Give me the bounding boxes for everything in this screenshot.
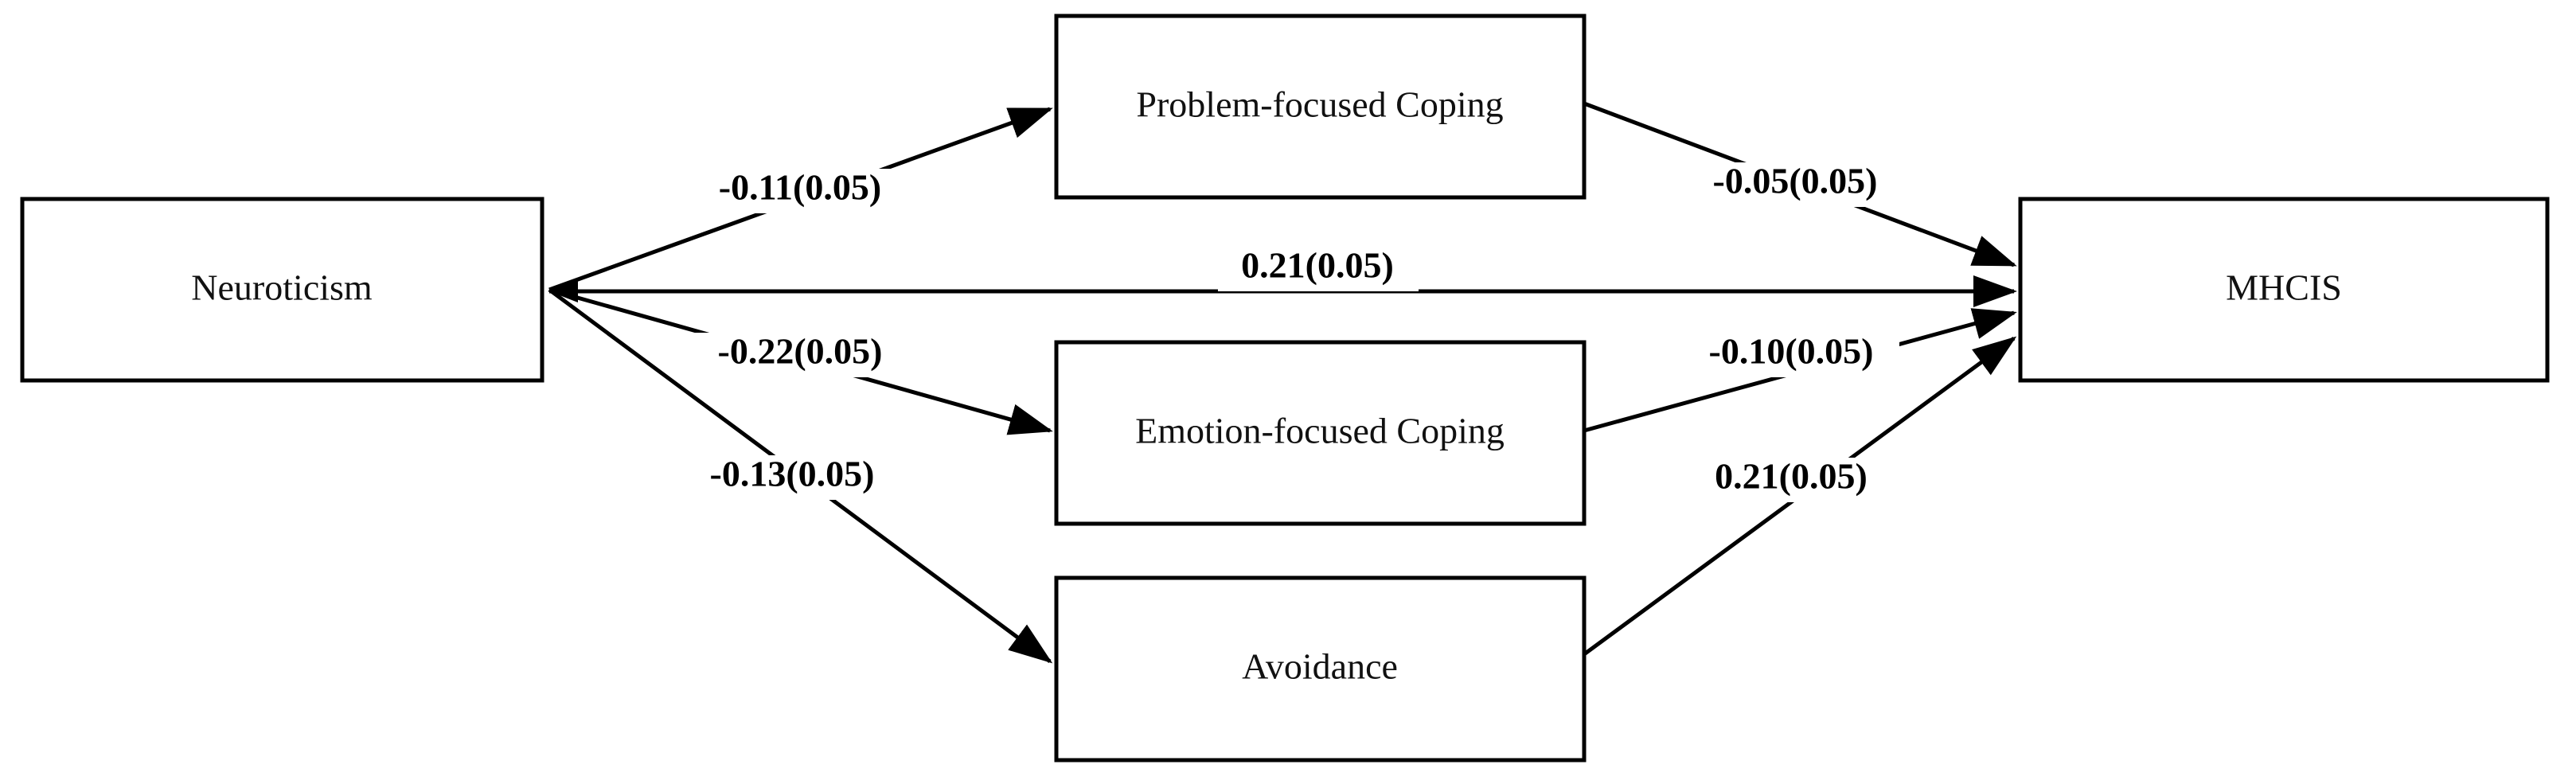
node-box-problem-focused-coping (1054, 14, 1587, 200)
node-box-emotion-focused-coping (1054, 340, 1587, 526)
path-label-a3-backdrop (685, 455, 901, 500)
path-label-b2-text: -0.10(0.05) (1709, 331, 1874, 372)
node-mhcis[interactable]: MHCIS (2018, 197, 2550, 383)
path-label-direct-backdrop (1218, 247, 1419, 291)
node-label-problem-focused-coping: Problem-focused Coping (1136, 84, 1503, 125)
path-label-a1: -0.11(0.05) (693, 167, 909, 213)
node-label-mhcis: MHCIS (2226, 267, 2342, 308)
path-label-a1-text: -0.11(0.05) (719, 167, 881, 208)
path-label-b1-text: -0.05(0.05) (1713, 161, 1878, 201)
node-label-emotion-focused-coping: Emotion-focused Coping (1135, 411, 1505, 451)
node-box-avoidance (1054, 575, 1587, 763)
path-label-a2: -0.22(0.05) (693, 331, 909, 377)
path-label-a3: -0.13(0.05) (685, 454, 901, 500)
node-box-neuroticism (20, 197, 544, 383)
path-label-b2: -0.10(0.05) (1683, 331, 1899, 377)
node-avoidance[interactable]: Avoidance (1054, 575, 1587, 763)
node-box-mhcis (2018, 197, 2550, 383)
path-label-direct-text: 0.21(0.05) (1241, 245, 1394, 286)
path-label-a1-backdrop (693, 169, 909, 213)
path-label-a2-backdrop (693, 333, 909, 377)
path-label-direct: 0.21(0.05) (1218, 245, 1419, 291)
node-emotion-focused-coping[interactable]: Emotion-focused Coping (1054, 340, 1587, 526)
node-neuroticism[interactable]: Neuroticism (20, 197, 544, 383)
path-label-b3-backdrop (1691, 458, 1891, 502)
path-label-a3-text: -0.13(0.05) (710, 454, 875, 494)
path-label-b3: 0.21(0.05) (1691, 456, 1891, 502)
node-problem-focused-coping[interactable]: Problem-focused Coping (1054, 14, 1587, 200)
node-label-neuroticism: Neuroticism (191, 267, 373, 308)
node-label-avoidance: Avoidance (1242, 646, 1398, 687)
path-label-b3-text: 0.21(0.05) (1715, 456, 1868, 497)
path-label-b1: -0.05(0.05) (1687, 161, 1903, 207)
path-label-b2-backdrop (1683, 333, 1899, 377)
path-label-b1-backdrop (1687, 162, 1903, 207)
path-label-a2-text: -0.22(0.05) (718, 331, 883, 372)
fan-origin-arrowhead-icon (549, 280, 578, 302)
